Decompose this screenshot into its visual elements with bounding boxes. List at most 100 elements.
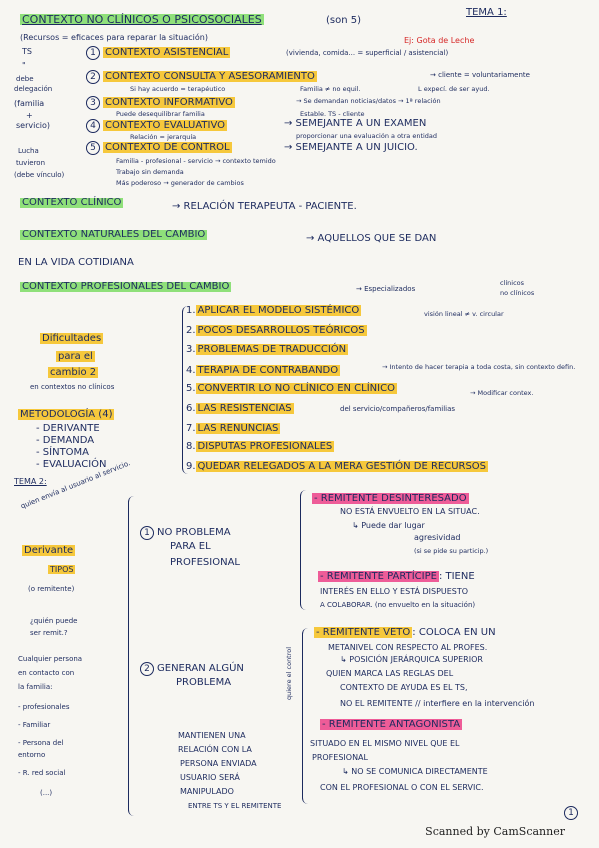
dificultad-5: 5.CONVERTIR LO NO CLÍNICO EN CLÍNICO (186, 383, 397, 394)
margin-lucha2: tuvieron (16, 159, 46, 167)
tema-label: TEMA 1: (466, 7, 507, 18)
case-2-line2: PROBLEMA (176, 677, 232, 688)
context-4-arrow: → SEMEJANTE A UN EXAMEN (284, 118, 427, 129)
number-circle: 3 (86, 96, 100, 110)
profesionales-label: CONTEXTO PROFESIONALES DEL CAMBIO (20, 281, 232, 292)
context-3-sub1: Puede desequilibrar familia (116, 110, 205, 118)
margin-deleg2: delegación (14, 85, 53, 93)
context-1-label: CONTEXTO ASISTENCIAL (103, 47, 231, 58)
profesionales-a: clínicos (500, 279, 525, 287)
metodologia-item: - DERIVANTE (36, 423, 100, 434)
number-circle: 2 (86, 70, 100, 84)
dificultades-title-3: cambio 2 (48, 367, 99, 378)
context-1-note: (vivienda, comida... = superficial / asi… (286, 49, 449, 57)
r1-line4: (si se pide su particip.) (414, 547, 489, 555)
r3-line1: METANIVEL CON RESPECTO AL PROFES. (328, 643, 488, 652)
r3-line3: QUIEN MARCA LAS REGLAS DEL (326, 669, 454, 678)
quiere-control: quiere el control (285, 646, 293, 700)
manipulado-line: MANTIENEN UNA (178, 731, 246, 740)
number-circle: 1 (140, 526, 154, 540)
context-5-label: CONTEXTO DE CONTROL (103, 142, 232, 153)
r1-line2: ↳ Puede dar lugar (352, 521, 425, 530)
cualquier-1: Cualquier persona (18, 655, 83, 663)
dificultad-1-note: visión lineal ≠ v. circular (424, 310, 504, 318)
metodologia-item: - DEMANDA (36, 435, 95, 446)
lista-item: - Persona del (18, 739, 64, 747)
lista-item: entorno (18, 751, 46, 759)
context-2-sub1: Si hay acuerdo = terapéutico (130, 85, 226, 93)
context-4-label: CONTEXTO EVALUATIVO (103, 120, 228, 131)
context-count: (son 5) (326, 15, 362, 26)
pregunta-1: ¿quién puede (30, 617, 78, 625)
lista-item: (...) (40, 789, 53, 797)
derivante-title: Derivante (22, 545, 76, 556)
profesionales-text: → Especializados (356, 285, 416, 293)
tema2-label: TEMA 2: (14, 477, 47, 486)
r3-line5: NO EL REMITENTE // interfiere en la inte… (340, 699, 535, 708)
dificultad-4-note: → Intento de hacer terapia a toda costa,… (382, 363, 576, 371)
scanner-footer: Scanned by CamScanner (425, 825, 565, 838)
metodologia-item: - SÍNTOMA (36, 447, 90, 458)
profesionales-b: no clínicos (500, 289, 535, 297)
margin-deleg1: debe (16, 75, 34, 83)
metodologia-item: - EVALUACIÓN (36, 459, 107, 470)
tipos-brace (128, 496, 139, 816)
clinico-text: → RELACIÓN TERAPEUTA - PACIENTE. (172, 201, 357, 212)
context-5-sub1: Familia - profesional - servicio → conte… (116, 157, 276, 165)
remitente-desinteresado: - REMITENTE DESINTERESADO (312, 493, 469, 504)
context-2-sub2: Familia ≠ no equil. (300, 85, 361, 93)
dificultad-7: 7.LAS RENUNCIAS (186, 423, 281, 434)
margin-ts: TS (22, 47, 32, 56)
cualquier-3: la familia: (18, 683, 53, 691)
margin-familia: (familia (14, 99, 45, 108)
context-2-sub3: L expecí. de ser ayud. (418, 85, 490, 93)
r3-line2: ↳ POSICIÓN JERÁRQUICA SUPERIOR (340, 655, 483, 664)
naturales-label: CONTEXTO NATURALES DEL CAMBIO (20, 229, 208, 240)
recursos-note: (Recursos = eficaces para reparar la sit… (20, 33, 208, 42)
case-1-brace (300, 490, 309, 610)
margin-lucha1: Lucha (18, 147, 39, 155)
context-4-sub1: Relación = jerarquía (130, 133, 197, 141)
remitente-antagonista: - REMITENTE ANTAGONISTA (320, 719, 463, 730)
number-circle: 4 (86, 119, 100, 133)
lista-item: - Familiar (18, 721, 51, 729)
context-5-arrow: → SEMEJANTE A UN JUICIO. (284, 142, 418, 153)
margin-ditto: " (22, 61, 26, 70)
context-2-note: → cliente = voluntariamente (430, 71, 530, 79)
number-circle: 5 (86, 141, 100, 155)
dificultad-1: 1.APLICAR EL MODELO SISTÉMICO (186, 305, 362, 316)
lista-item: - R. red social (18, 769, 66, 777)
dificultad-2: 2.POCOS DESARROLLOS TEÓRICOS (186, 325, 367, 336)
dificultad-4: 4.TERAPIA DE CONTRABANDO (186, 365, 341, 376)
naturales-text: → AQUELLOS QUE SE DAN (306, 233, 437, 244)
r1-line3: agresividad (414, 533, 461, 542)
r2-line2: A COLABORAR. (no envuelto en la situació… (320, 601, 476, 609)
case-1-line3: PROFESIONAL (170, 557, 240, 568)
dificultades-sub: en contextos no clínicos (30, 383, 115, 391)
page-title: CONTEXTO NO CLÍNICOS O PSICOSOCIALES (20, 13, 264, 26)
r4-line3: ↳ NO SE COMUNICA DIRECTAMENTE (342, 767, 488, 776)
dificultad-6: 6.LAS RESISTENCIAS (186, 403, 294, 414)
r2-line1: INTERÉS EN ELLO Y ESTÁ DISPUESTO (320, 587, 469, 596)
manipulado-line: USUARIO SERÁ (180, 773, 240, 782)
naturales-text2: EN LA VIDA COTIDIANA (18, 257, 134, 268)
dificultad-9: 9.QUEDAR RELEGADOS A LA MERA GESTIÓN DE … (186, 461, 489, 472)
context-5-sub2: Trabajo sin demanda (116, 168, 184, 176)
tipos-label: TIPOS (48, 565, 76, 574)
context-5-sub3: Más poderoso → generador de cambios (116, 179, 244, 187)
margin-lucha3: (debe vínculo) (14, 171, 65, 179)
r4-line2: PROFESIONAL (312, 753, 368, 762)
remitente-veto: - REMITENTE VETO: COLOCA EN UN (314, 627, 496, 638)
dificultad-5-note: → Modificar contex. (470, 389, 534, 397)
manipulado-line: ENTRE TS Y EL REMITENTE (188, 802, 282, 810)
number-circle: 2 (140, 662, 154, 676)
manipulado-line: MANIPULADO (180, 787, 234, 796)
dificultad-8: 8.DISPUTAS PROFESIONALES (186, 441, 335, 452)
r4-line4: CON EL PROFESIONAL O CON EL SERVIC. (320, 783, 484, 792)
r3-line4: CONTEXTO DE AYUDA ES EL TS, (340, 683, 468, 692)
context-4-sub2: proporcionar una evaluación a otra entid… (296, 132, 438, 140)
